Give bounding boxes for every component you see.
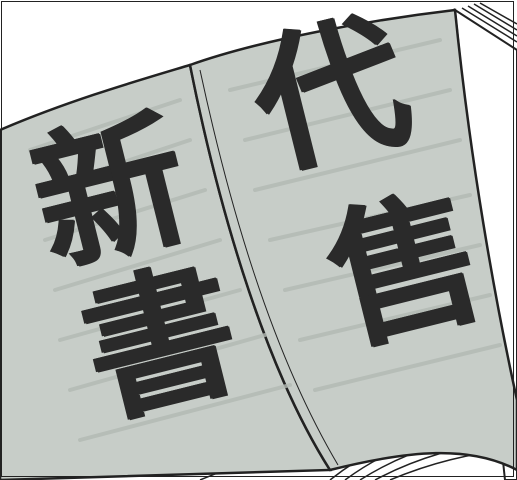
book-spine: [189, 64, 331, 471]
